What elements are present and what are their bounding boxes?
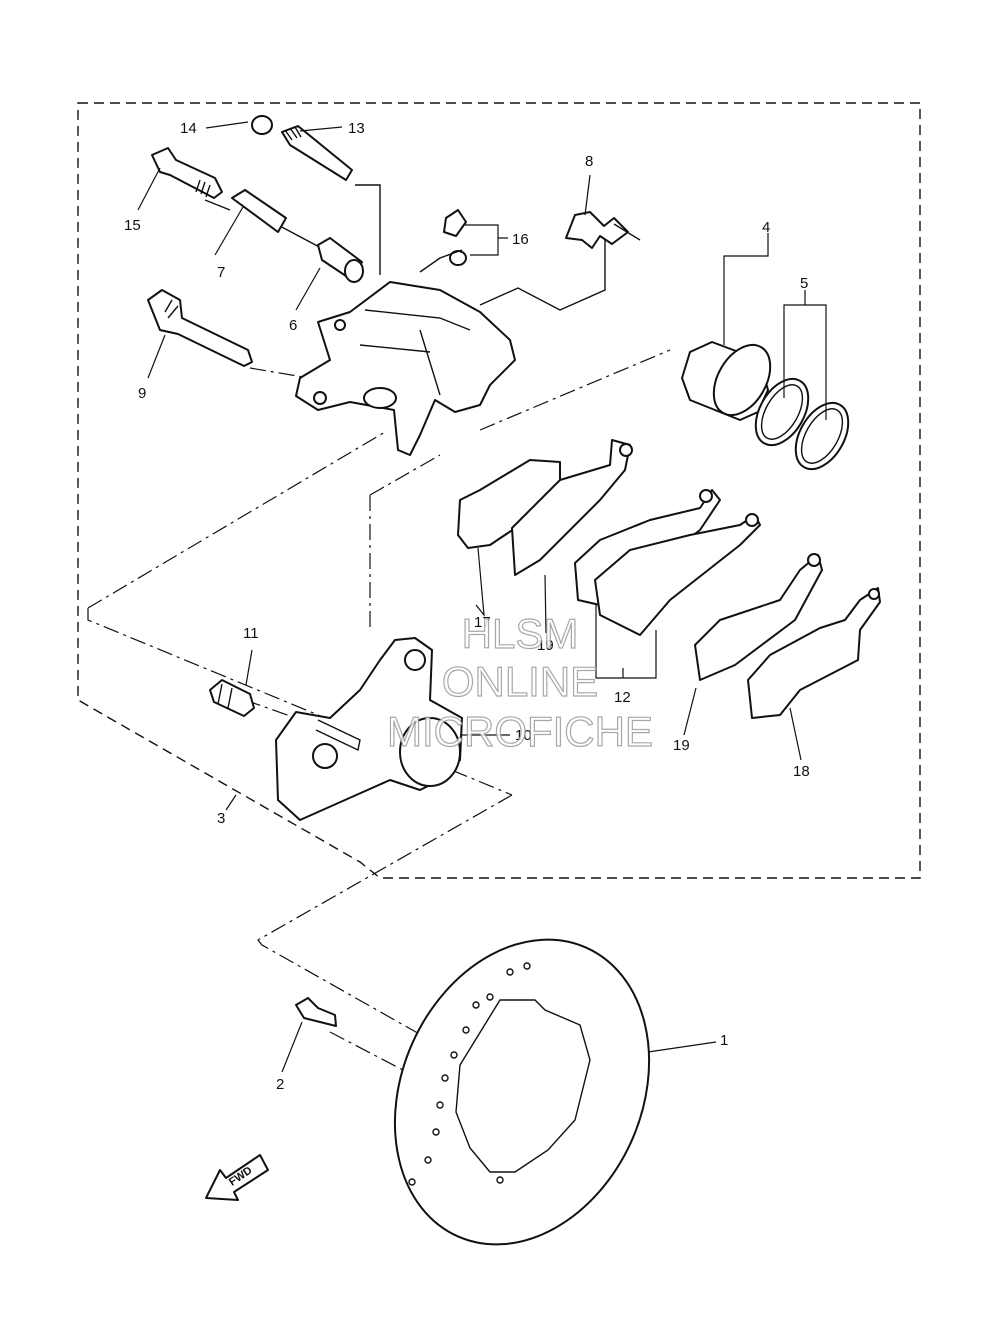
callout-5: 5 <box>800 275 808 292</box>
callout-18: 18 <box>793 763 810 780</box>
callout-4: 4 <box>762 219 770 236</box>
callout-10: 10 <box>515 727 532 744</box>
watermark-line-3: MICROFICHE <box>387 708 653 755</box>
callout-11: 11 <box>243 625 259 642</box>
leader-lines <box>137 121 827 1073</box>
part-19-pad-b <box>694 553 823 681</box>
callout-14: 14 <box>180 120 197 137</box>
part-2-screw <box>295 997 337 1027</box>
callout-9: 9 <box>138 385 146 402</box>
caliper-body <box>295 281 516 456</box>
part-3-bracket <box>275 637 463 821</box>
disc-holes <box>408 962 531 1186</box>
callout-19-a: 19 <box>537 637 554 654</box>
part-5-seals <box>754 377 850 471</box>
part-9-bolt <box>147 289 253 367</box>
callout-6: 6 <box>289 317 297 334</box>
callout-15: 15 <box>124 217 141 234</box>
part-6-bushing <box>317 237 364 283</box>
callout-2: 2 <box>276 1076 284 1093</box>
callout-8: 8 <box>585 153 593 170</box>
watermark-line-2: ONLINE <box>442 658 598 705</box>
callout-17: 17 <box>474 614 491 631</box>
callout-13: 13 <box>348 120 365 137</box>
assembly-boundary <box>77 102 921 879</box>
watermark: HLSM ONLINE MICROFICHE <box>386 609 653 755</box>
part-15-bolt <box>151 147 223 199</box>
fwd-arrow-icon: FWD <box>205 1154 269 1201</box>
callout-1: 1 <box>720 1032 728 1049</box>
callout-16: 16 <box>512 231 529 248</box>
callout-12: 12 <box>614 689 631 706</box>
callout-labels: 14 13 15 7 6 9 8 16 4 5 17 19 12 19 18 1… <box>124 120 810 1093</box>
part-7-sleeve <box>231 189 287 233</box>
part-12-pad-set <box>574 489 761 636</box>
part-8-clip <box>565 211 641 249</box>
part-16-bleeder <box>419 209 467 273</box>
callout-7: 7 <box>217 264 225 281</box>
part-1-brake-disc <box>393 938 651 1246</box>
callout-19-b: 19 <box>673 737 690 754</box>
part-11-boot <box>209 679 255 717</box>
part-18-shim <box>747 587 881 719</box>
callout-3: 3 <box>217 810 225 827</box>
part-13-pin <box>281 125 353 181</box>
watermark-line-1: HLSM <box>462 610 579 657</box>
part-19-pad-a <box>511 439 633 576</box>
part-14-cap <box>251 115 273 135</box>
